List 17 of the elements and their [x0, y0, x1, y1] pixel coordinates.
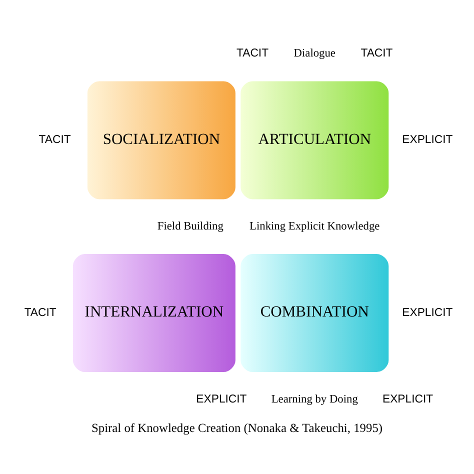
- label: TACIT: [24, 306, 56, 318]
- label: EXPLICIT: [196, 392, 247, 405]
- label: EXPLICIT: [402, 306, 453, 318]
- node-box: ARTICULATION: [240, 80, 390, 200]
- label: EXPLICIT: [402, 134, 453, 146]
- caption: Spiral of Knowledge Creation (Nonaka & Takeuchi, 1995): [91, 420, 383, 435]
- label: EXPLICIT: [382, 392, 434, 405]
- label: Dialogue: [294, 47, 336, 60]
- node-box: INTERNALIZATION: [72, 252, 236, 373]
- label: TACIT: [236, 47, 269, 60]
- label: Field Building: [157, 220, 224, 232]
- label: TACIT: [38, 134, 71, 146]
- label: Learning by Doing: [271, 392, 358, 405]
- node-box: SOCIALIZATION: [86, 80, 236, 200]
- label: TACIT: [360, 47, 393, 60]
- node-box: COMBINATION: [240, 252, 390, 373]
- label: Linking Explicit Knowledge: [250, 220, 380, 232]
